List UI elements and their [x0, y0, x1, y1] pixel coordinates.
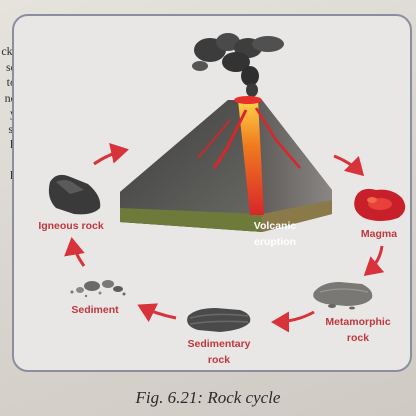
- label-line: rock: [207, 354, 231, 366]
- label-sedimentary-rock: Sedimentary rock: [176, 336, 262, 368]
- label-volcanic-eruption: Volcanic eruption: [236, 218, 314, 250]
- sediment-illustration: [70, 280, 126, 298]
- sedimentary-rock-illustration: [187, 308, 251, 332]
- label-metamorphic-rock: Metamorphic rock: [312, 314, 404, 346]
- label-line: eruption: [254, 236, 296, 248]
- side-text-line: to: [0, 75, 16, 91]
- smoke-plume: [192, 33, 284, 97]
- label-line: Metamorphic: [325, 316, 391, 328]
- igneous-rock-illustration: [48, 174, 101, 215]
- cycle-arrows: [64, 143, 385, 333]
- arrow-igneous-to-volcano: [93, 143, 129, 166]
- arrow-magma-to-metamorphic: [363, 245, 385, 276]
- label-line: Volcanic: [253, 220, 297, 232]
- arrow-volcano-to-magma: [333, 154, 365, 177]
- label-line: Sedimentary: [187, 338, 251, 350]
- magma-illustration: [354, 188, 406, 221]
- label-line: rock: [346, 332, 370, 344]
- label-line: Igneous rock: [38, 220, 104, 232]
- label-igneous-rock: Igneous rock: [28, 218, 114, 234]
- arrow-metamorphic-to-sedimentary: [271, 310, 315, 333]
- figure-caption: Fig. 6.21: Rock cycle: [135, 388, 281, 407]
- arrow-sediment-to-igneous: [64, 237, 86, 267]
- arrow-sedimentary-to-sediment: [137, 303, 177, 323]
- metamorphic-rock-illustration: [313, 282, 373, 310]
- volcano-illustration: [120, 96, 332, 232]
- label-magma: Magma: [346, 226, 412, 242]
- label-line: Sediment: [71, 304, 119, 316]
- side-text-line: ne: [4, 90, 16, 105]
- label-line: Magma: [360, 228, 398, 240]
- side-text-line: se: [6, 59, 16, 74]
- label-sediment: Sediment: [60, 302, 130, 318]
